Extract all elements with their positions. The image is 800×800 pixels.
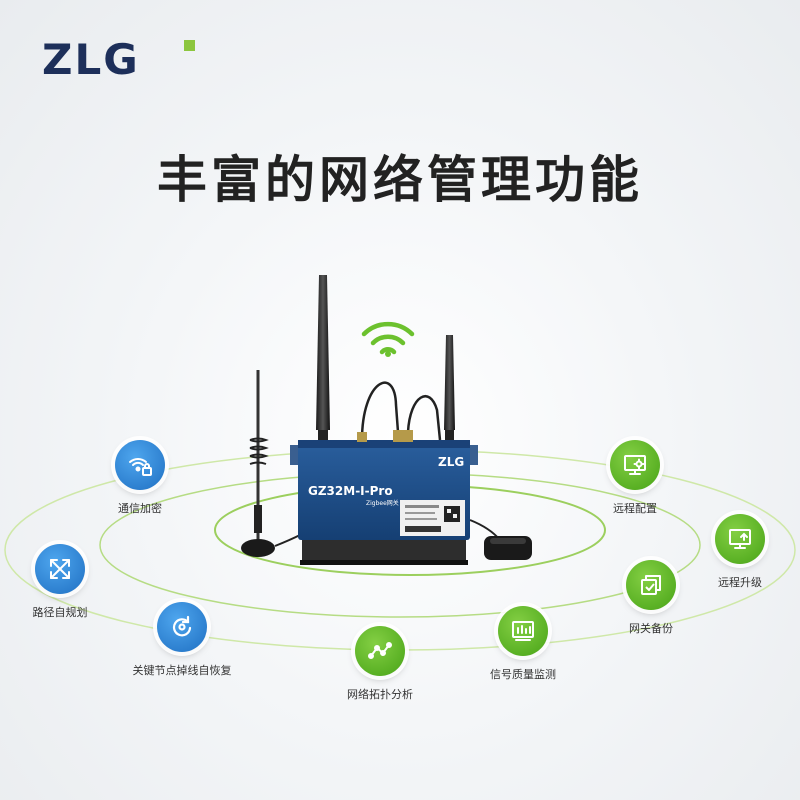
feature-remote-config: 远程配置 (565, 440, 705, 516)
backup-icon (626, 560, 676, 610)
secondary-antenna (444, 335, 455, 440)
feature-label: 信号质量监测 (490, 668, 556, 681)
device-logo: ZLG (438, 455, 464, 469)
feature-encryption: 通信加密 (70, 440, 210, 516)
feature-remote-upgrade: 远程升级 (670, 514, 800, 590)
feature-node-recovery: 关键节点掉线自恢复 (112, 602, 252, 678)
feature-label: 通信加密 (118, 502, 162, 515)
gps-antenna (484, 536, 532, 560)
wifi-lock-icon (115, 440, 165, 490)
config-monitor-icon (610, 440, 660, 490)
device-model: GZ32M-I-Pro (308, 484, 393, 498)
topology-icon (355, 626, 405, 676)
antenna-cable-1 (360, 381, 400, 441)
signal-monitor-icon (498, 606, 548, 656)
feature-label: 网关备份 (629, 622, 673, 635)
wifi-signal-icon (361, 321, 415, 357)
feature-label: 路径自规划 (32, 606, 88, 619)
gateway-device: ZLG GZ32M-I-Pro Zigbee网关 (290, 430, 478, 565)
expand-arrows-icon (35, 544, 85, 594)
logo-text: ZLG (42, 35, 140, 84)
main-antenna (316, 275, 330, 442)
feature-label: 远程升级 (718, 576, 762, 589)
feature-gateway-backup: 网关备份 (581, 560, 721, 636)
brand-logo: ZLG (42, 35, 195, 84)
antenna-cable-2 (406, 395, 442, 441)
feature-path-planning: 路径自规划 (0, 544, 130, 620)
feature-label: 网络拓扑分析 (347, 688, 413, 701)
feature-label: 远程配置 (613, 502, 657, 515)
page-title: 丰富的网络管理功能 (157, 151, 643, 209)
recovery-icon (157, 602, 207, 652)
feature-label: 关键节点掉线自恢复 (132, 664, 232, 677)
feature-signal-monitor: 信号质量监测 (453, 606, 593, 682)
upgrade-monitor-icon (715, 514, 765, 564)
device-subtitle: Zigbee网关 (366, 499, 399, 507)
logo-accent (184, 40, 195, 51)
feature-topology: 网络拓扑分析 (310, 626, 450, 702)
